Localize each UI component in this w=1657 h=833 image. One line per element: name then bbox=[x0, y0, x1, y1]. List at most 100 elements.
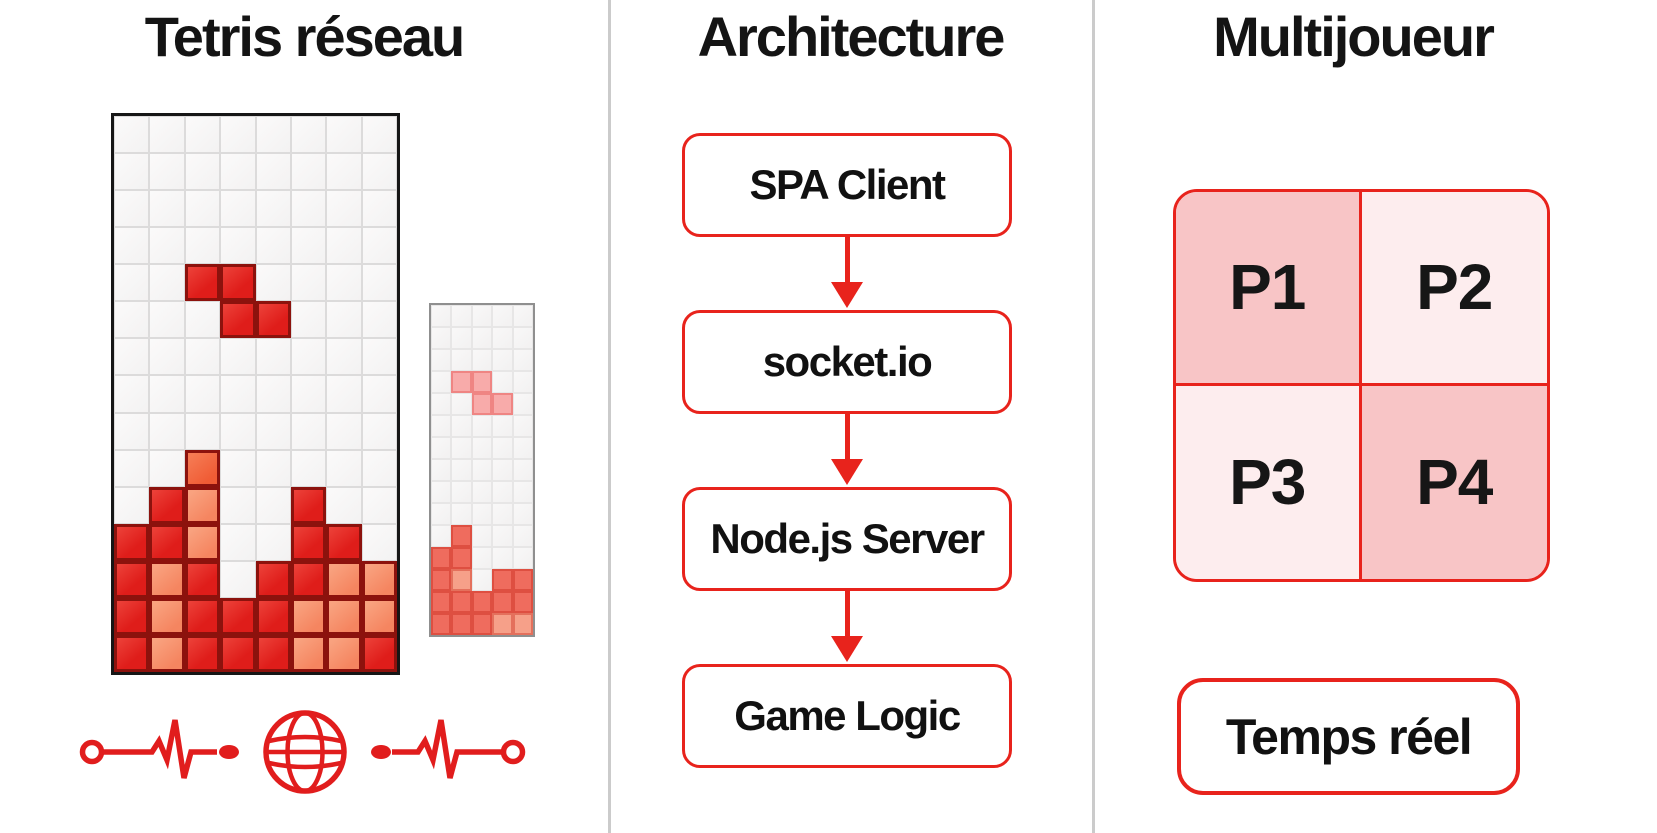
tetris-empty-cell bbox=[512, 327, 533, 349]
tetris-empty-cell bbox=[220, 523, 256, 561]
arrow-head bbox=[831, 459, 863, 485]
tetris-empty-cell bbox=[471, 503, 493, 525]
tetris-empty-cell bbox=[149, 116, 185, 154]
tetris-empty-cell bbox=[114, 338, 150, 376]
tetris-block-cell bbox=[492, 613, 513, 635]
tetris-empty-cell bbox=[431, 327, 452, 349]
tetris-empty-cell bbox=[255, 412, 291, 450]
tetris-empty-cell bbox=[220, 375, 256, 413]
tetris-empty-cell bbox=[290, 375, 327, 413]
tetris-empty-cell bbox=[290, 116, 327, 154]
tetris-empty-cell bbox=[451, 459, 472, 481]
tetris-empty-cell bbox=[220, 227, 256, 265]
tetris-empty-cell bbox=[290, 190, 327, 228]
tetris-block-cell bbox=[361, 560, 397, 598]
arrow-head bbox=[831, 636, 863, 662]
tetris-block-cell bbox=[471, 613, 493, 635]
tetris-empty-cell bbox=[471, 569, 493, 591]
tetris-block-cell bbox=[290, 523, 327, 561]
tetris-empty-cell bbox=[492, 371, 513, 393]
tetris-empty-cell bbox=[290, 227, 327, 265]
tetris-empty-cell bbox=[492, 459, 513, 481]
tetris-block-cell bbox=[220, 597, 256, 635]
tetris-block-cell bbox=[149, 560, 185, 598]
tetris-block-cell bbox=[290, 560, 327, 598]
tetris-empty-cell bbox=[451, 349, 472, 371]
tetris-empty-cell bbox=[512, 481, 533, 503]
tetris-block-cell bbox=[451, 371, 472, 393]
tetris-empty-cell bbox=[361, 338, 397, 376]
flow-arrow-icon bbox=[811, 237, 883, 308]
tetris-empty-cell bbox=[431, 459, 452, 481]
tetris-empty-cell bbox=[492, 327, 513, 349]
tetris-empty-cell bbox=[114, 264, 150, 302]
tetris-empty-cell bbox=[361, 301, 397, 339]
tetris-empty-cell bbox=[255, 449, 291, 487]
tetris-empty-cell bbox=[184, 301, 221, 339]
tetris-empty-cell bbox=[184, 153, 221, 191]
tetris-empty-cell bbox=[361, 523, 397, 561]
tetris-empty-cell bbox=[326, 375, 362, 413]
tetris-block-cell bbox=[471, 591, 493, 613]
tetris-empty-cell bbox=[184, 412, 221, 450]
tetris-empty-cell bbox=[451, 305, 472, 327]
flow-arrow-icon bbox=[811, 591, 883, 662]
tetris-block-cell bbox=[290, 486, 327, 524]
tetris-empty-cell bbox=[114, 301, 150, 339]
tetris-empty-cell bbox=[114, 486, 150, 524]
panel-divider bbox=[608, 0, 611, 833]
tetris-empty-cell bbox=[471, 459, 493, 481]
tetris-block-cell bbox=[492, 393, 513, 415]
tetris-empty-cell bbox=[431, 371, 452, 393]
arrow-shaft bbox=[844, 414, 850, 459]
tetris-empty-cell bbox=[431, 305, 452, 327]
tetris-empty-cell bbox=[326, 486, 362, 524]
tetris-empty-cell bbox=[149, 375, 185, 413]
arch-node-socket-io: socket.io bbox=[682, 310, 1012, 414]
tetris-block-cell bbox=[184, 597, 221, 635]
tetris-empty-cell bbox=[114, 449, 150, 487]
tetris-block-cell bbox=[326, 597, 362, 635]
tetris-block-cell bbox=[431, 613, 452, 635]
tetris-block-cell bbox=[451, 525, 472, 547]
tetris-empty-cell bbox=[114, 190, 150, 228]
tetris-block-cell bbox=[451, 569, 472, 591]
tetris-empty-cell bbox=[451, 415, 472, 437]
tetris-empty-cell bbox=[361, 264, 397, 302]
architecture-panel-title: Architecture bbox=[697, 5, 1006, 68]
tetris-empty-cell bbox=[326, 338, 362, 376]
tetris-empty-cell bbox=[512, 415, 533, 437]
tetris-empty-cell bbox=[492, 437, 513, 459]
tetris-empty-cell bbox=[220, 338, 256, 376]
tetris-empty-cell bbox=[114, 412, 150, 450]
tetris-empty-cell bbox=[471, 481, 493, 503]
tetris-empty-cell bbox=[512, 437, 533, 459]
tetris-empty-cell bbox=[492, 349, 513, 371]
tetris-empty-cell bbox=[114, 153, 150, 191]
tetris-block-cell bbox=[114, 523, 150, 561]
tetris-empty-cell bbox=[512, 305, 533, 327]
tetris-empty-cell bbox=[492, 525, 513, 547]
arch-node-game-logic: Game Logic bbox=[682, 664, 1012, 768]
tetris-empty-cell bbox=[512, 547, 533, 569]
tetris-empty-cell bbox=[255, 116, 291, 154]
tetris-empty-cell bbox=[290, 449, 327, 487]
tetris-block-cell bbox=[114, 560, 150, 598]
tetris-empty-cell bbox=[492, 305, 513, 327]
tetris-empty-cell bbox=[149, 412, 185, 450]
tetris-empty-cell bbox=[451, 481, 472, 503]
tetris-block-cell bbox=[492, 591, 513, 613]
tetris-block-cell bbox=[326, 523, 362, 561]
tetris-block-cell bbox=[431, 569, 452, 591]
tetris-empty-cell bbox=[149, 449, 185, 487]
tetris-empty-cell bbox=[471, 327, 493, 349]
tetris-empty-cell bbox=[512, 393, 533, 415]
tetris-empty-cell bbox=[471, 547, 493, 569]
tetris-empty-cell bbox=[451, 327, 472, 349]
tetris-empty-cell bbox=[431, 503, 452, 525]
tetris-empty-cell bbox=[149, 153, 185, 191]
tetris-empty-cell bbox=[290, 264, 327, 302]
tetris-block-cell bbox=[220, 634, 256, 672]
